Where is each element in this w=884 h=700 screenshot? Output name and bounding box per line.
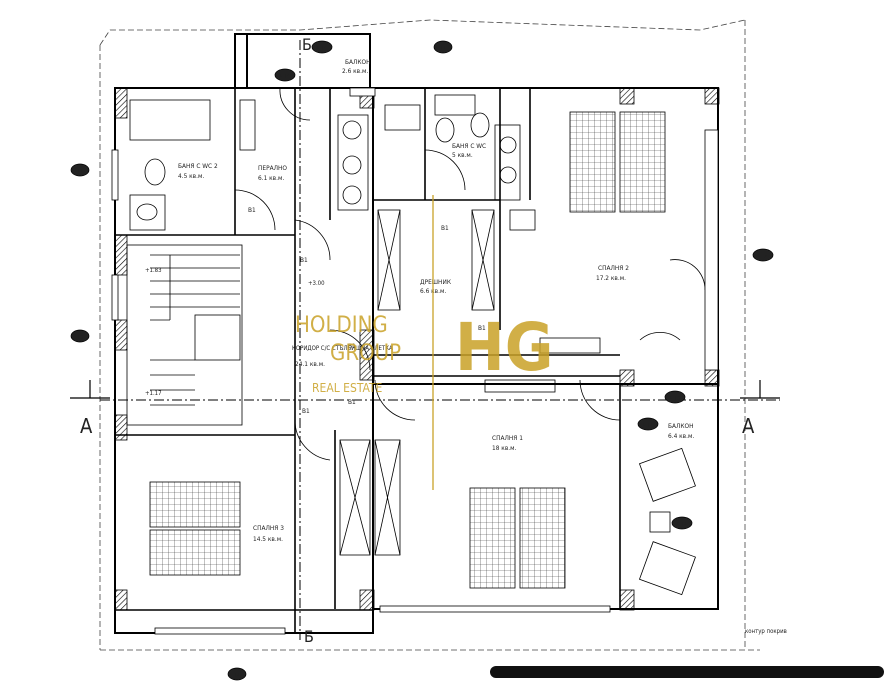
closets <box>339 209 601 556</box>
beds <box>149 111 666 589</box>
room-balcony-top-name: БАЛКОН <box>345 58 371 66</box>
watermark-realestate: REAL ESTATE <box>312 381 383 395</box>
room-bath-wc2-name: БАНЯ С WC 2 <box>178 162 218 170</box>
room-bedroom3-name: СПАЛНЯ 3 <box>253 524 284 532</box>
section-mark-left: A <box>80 414 93 438</box>
watermark-group: GROUP <box>330 341 401 366</box>
room-corridor-name: КОРИДОР С/С СТЪЛБИЩНА КЛЕТКА <box>292 345 393 352</box>
room-corridor-area: 24.1 кв.м. <box>295 360 325 368</box>
tag-p1-top: П1 <box>438 44 446 52</box>
watermark-holding: HOLDING <box>295 313 388 338</box>
tag-vp2-top: ВП2 <box>641 421 653 429</box>
section-mark-bottom: Б <box>304 627 314 646</box>
watermark-monogram: HG <box>455 309 553 386</box>
staircase <box>126 244 243 426</box>
watermark: HOLDING GROUP REAL ESTATE HG <box>295 195 553 490</box>
tag-vp4-top: ВП4 <box>315 44 327 52</box>
room-bedroom2-area: 17.2 кв.м. <box>596 274 626 282</box>
fixtures <box>129 94 521 231</box>
tag-vp4-left: ВП4 <box>278 72 290 80</box>
section-mark-right: A <box>742 414 755 438</box>
room-balcony-right-area: 6.4 кв.м. <box>668 432 694 440</box>
tag-vp3: ВП3 <box>668 394 680 402</box>
room-balcony-top-area: 2.6 кв.м. <box>342 67 368 75</box>
door-tag-1: В1 <box>248 206 256 214</box>
room-bedroom1-area: 18 кв.м. <box>492 444 517 452</box>
tag-p2: П2 <box>232 671 240 679</box>
level-2: +3.00 <box>308 280 325 287</box>
door-tag-7: В1 <box>441 224 449 232</box>
door-tag-3: В1 <box>478 324 486 332</box>
room-bath-wc2-area: 4.5 кв.м. <box>178 172 204 180</box>
section-mark-top: Б <box>302 35 312 54</box>
door-tag-4: В1 <box>348 342 356 350</box>
level-1: +1.83 <box>145 267 162 274</box>
room-laundry-area: 6.1 кв.м. <box>258 174 284 182</box>
room-bedroom2-name: СПАЛНЯ 2 <box>598 264 629 272</box>
windows <box>111 87 719 635</box>
room-bath-wc-name: БАНЯ С WC <box>452 142 486 150</box>
door-swings <box>234 87 706 461</box>
tag-vp2-mid: ВП2 <box>675 520 687 528</box>
room-bedroom3-area: 14.5 кв.м. <box>253 535 283 543</box>
room-bedroom1-name: СПАЛНЯ 1 <box>492 434 523 442</box>
door-tag-5: В1 <box>348 398 356 406</box>
room-laundry-name: ПЕРАЛНО <box>258 164 287 172</box>
level-3: +1.17 <box>145 390 162 397</box>
balcony-furniture <box>638 447 696 596</box>
door-tag-2: В1 <box>300 256 308 264</box>
section-arrows <box>70 380 780 399</box>
inner-walls <box>115 88 621 633</box>
room-bath-wc-area: 5 кв.м. <box>452 151 473 159</box>
tag-vt2: ВТ2 <box>756 252 768 260</box>
tag-p3: П3 <box>75 333 83 341</box>
contour-label: контур покрив <box>745 628 787 635</box>
room-wardrobe-name: ДРЕШНИК <box>420 278 452 286</box>
tag-p1-left: П1 <box>75 167 83 175</box>
roof-contour <box>99 19 760 651</box>
room-balcony-right-name: БАЛКОН <box>668 422 694 430</box>
bottom-strip <box>490 666 884 678</box>
door-tag-6: В1 <box>302 407 310 415</box>
